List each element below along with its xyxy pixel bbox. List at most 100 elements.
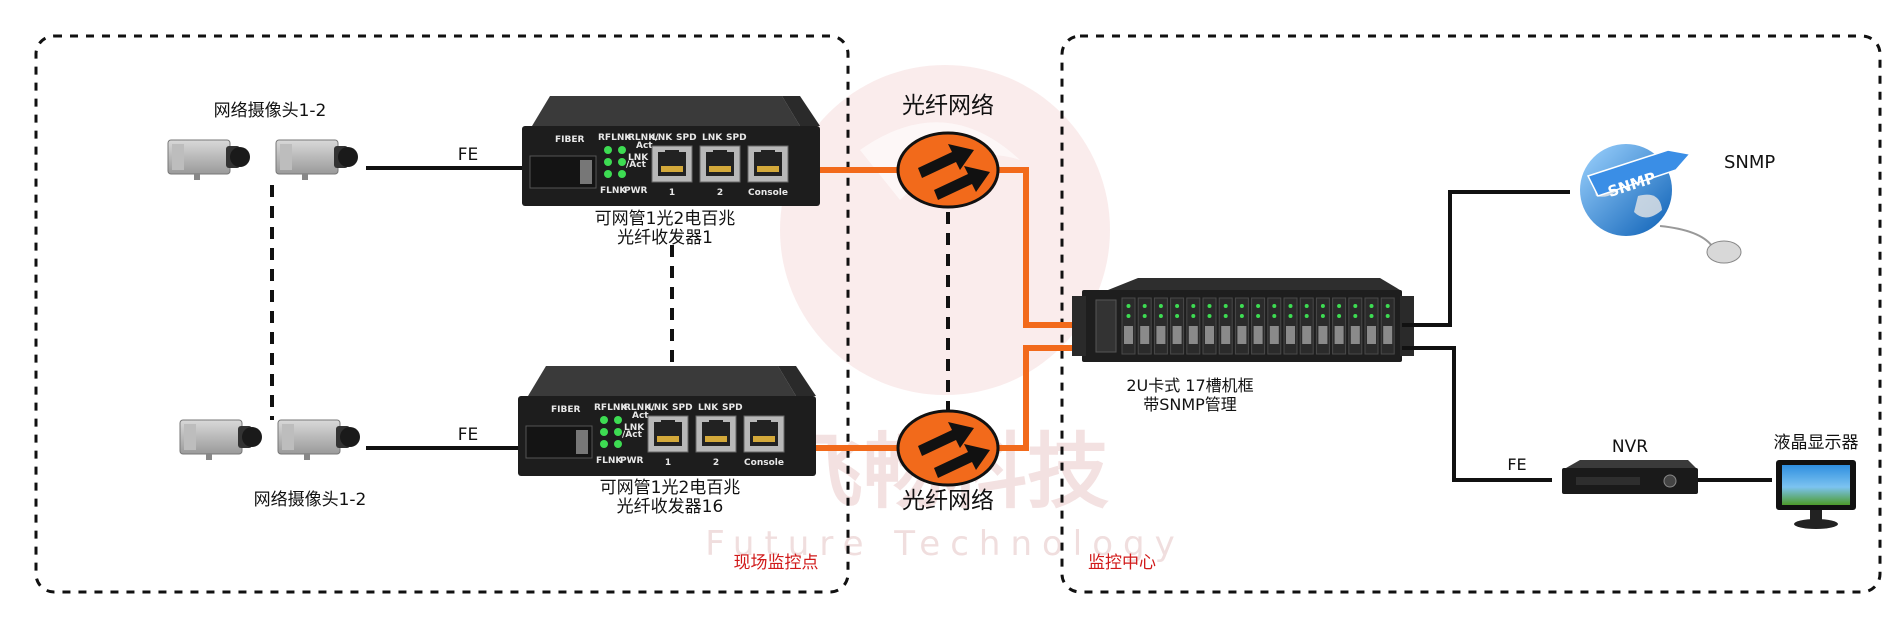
converter-top-label-line2: 光纤收发器1 [617, 228, 713, 248]
slot-fiber-port [1172, 326, 1182, 344]
svg-text:/Act: /Act [626, 160, 647, 170]
slot-led [1337, 304, 1342, 308]
media-converter-bottom: FIBER RFLNK RLNK/ Act LNK /Act FLNK PWR … [518, 366, 816, 517]
svg-text:1: 1 [665, 458, 671, 468]
camera-group-top-label: 网络摄像头1-2 [214, 101, 327, 121]
chassis-label-line1: 2U卡式 17槽机框 [1126, 376, 1253, 395]
slot-led [1239, 314, 1244, 318]
center-zone-label: 监控中心 [1088, 553, 1156, 573]
svg-text:Console: Console [744, 458, 784, 468]
svg-text:LNK: LNK [698, 403, 719, 413]
slot-fiber-port [1205, 326, 1214, 344]
slot-led [1272, 304, 1277, 308]
camera-icon [277, 419, 361, 461]
slot-led [1126, 314, 1131, 318]
arrow-right-icon [918, 144, 974, 178]
converter-top-label-line1: 可网管1光2电百兆 [595, 209, 736, 229]
slot-led [1304, 314, 1309, 318]
slot-fiber-port [1237, 326, 1247, 344]
fiber-network-node-top: 光纤网络 [896, 93, 1000, 209]
snmp-label: SNMP [1724, 152, 1775, 173]
slot-fiber-port [1318, 326, 1328, 344]
snmp-management-station: SNMP SNMP [1580, 144, 1775, 264]
watermark-subtitle: Future Technology [705, 524, 1185, 564]
slot-led [1142, 314, 1147, 318]
camera-group-bottom: 网络摄像头1-2 [179, 419, 367, 510]
svg-text:LNK: LNK [624, 423, 645, 433]
svg-text:LNK: LNK [628, 153, 649, 163]
slot-led [1353, 304, 1358, 308]
slot-led [1207, 314, 1212, 318]
ethernet-port-1 [651, 145, 693, 183]
slot-led [1223, 304, 1228, 308]
slot-led [1256, 304, 1261, 308]
slot-led [1158, 314, 1163, 318]
slot-led [1288, 314, 1293, 318]
svg-text:FLNK: FLNK [596, 456, 623, 466]
slot-fiber-port [1140, 326, 1150, 344]
camera-icon [167, 139, 251, 181]
slot-led [1256, 314, 1261, 318]
slot-led [1175, 314, 1180, 318]
fe-link-bottom-label: FE [458, 425, 479, 445]
ethernet-port-1 [647, 415, 689, 453]
slot-led [1191, 314, 1196, 318]
slot-led [1353, 314, 1358, 318]
svg-text:SPD: SPD [676, 133, 697, 143]
lcd-monitor: 液晶显示器 [1774, 433, 1859, 529]
mouse-icon [1706, 240, 1742, 264]
slot-led [1175, 304, 1180, 308]
console-port [743, 415, 785, 453]
fe-link-top-label: FE [458, 145, 479, 165]
converter-bottom-label-line1: 可网管1光2电百兆 [600, 478, 741, 498]
svg-text:RFLNK: RFLNK [598, 133, 632, 143]
slot-led [1158, 304, 1163, 308]
slot-fiber-port [1269, 326, 1279, 344]
nvr-device: NVR [1562, 437, 1698, 494]
camera-group-bottom-label: 网络摄像头1-2 [254, 490, 367, 510]
slot-led [1320, 304, 1325, 308]
slot-fiber-port [1188, 326, 1198, 344]
slot-led [1191, 304, 1196, 308]
fe-link-center-label: FE [1507, 455, 1526, 474]
slot-led [1304, 304, 1309, 308]
converter-bottom-label-line2: 光纤收发器16 [617, 497, 724, 517]
slot-led [1385, 314, 1390, 318]
arrow-right-icon [934, 444, 990, 478]
fiber-label: FIBER [551, 405, 581, 415]
slot-led [1385, 304, 1390, 308]
chassis-label-line2: 带SNMP管理 [1143, 395, 1237, 414]
chassis-2u-17-slot: 2U卡式 17槽机框 带SNMP管理 [1072, 278, 1414, 414]
slot-fiber-port [1253, 326, 1263, 344]
fiber-network-bottom-label: 光纤网络 [902, 488, 994, 514]
svg-text:2: 2 [717, 188, 723, 198]
slot-led [1239, 304, 1244, 308]
center-zone-box [1060, 34, 1882, 594]
svg-text:RLNK/: RLNK/ [624, 403, 655, 413]
monitor-label: 液晶显示器 [1774, 433, 1859, 453]
media-converter-top: FIBER RFLNK RLNK/ Act LNK /Act FLNK PWR … [522, 96, 820, 248]
svg-text:2: 2 [713, 458, 719, 468]
svg-text:LNK: LNK [702, 133, 723, 143]
svg-text:LNK: LNK [652, 133, 673, 143]
slot-led [1272, 314, 1277, 318]
site-zone-box [34, 34, 850, 594]
slot-led [1223, 314, 1228, 318]
svg-text:RLNK/: RLNK/ [628, 133, 659, 143]
svg-text:LNK: LNK [648, 403, 669, 413]
console-port [747, 145, 789, 183]
site-zone-label: 现场监控点 [734, 553, 819, 573]
arrow-right-icon [918, 422, 974, 456]
camera-group-top: 网络摄像头1-2 [167, 101, 359, 181]
svg-text:Act: Act [632, 411, 649, 421]
svg-text:/Act: /Act [622, 430, 643, 440]
nvr-link [1402, 346, 1552, 482]
slot-led [1369, 304, 1374, 308]
slot-led [1207, 304, 1212, 308]
slot-fiber-port [1350, 326, 1360, 344]
slot-fiber-port [1367, 326, 1376, 344]
svg-text:Act: Act [636, 141, 653, 151]
svg-text:SPD: SPD [722, 403, 743, 413]
slot-led [1142, 304, 1147, 308]
fiber-label: FIBER [555, 135, 585, 145]
